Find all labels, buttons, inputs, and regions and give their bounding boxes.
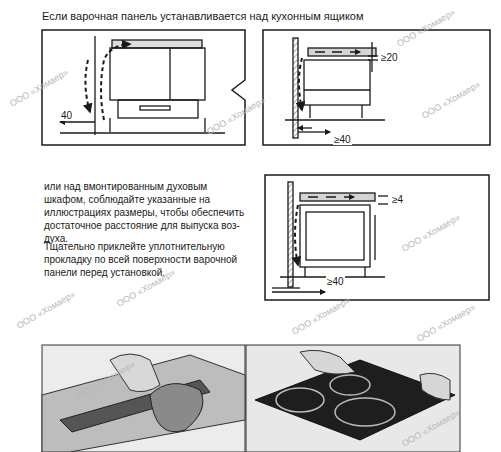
watermark: ООО «Хомаер» — [420, 79, 482, 120]
watermark: ООО «Хомаер» — [15, 289, 77, 330]
dimension: ≥40 — [333, 134, 352, 145]
photo-hob — [246, 345, 460, 452]
watermark: ООО «Хомаер» — [290, 295, 352, 336]
watermark: ООО «Хомаер» — [395, 7, 457, 48]
watermark: ООО «Хомаер» — [415, 302, 477, 343]
watermark: ООО «Хомаер» — [8, 67, 70, 108]
figure-oven-section — [265, 175, 489, 300]
photo-gasket — [42, 345, 245, 452]
dimension: 40 — [60, 110, 73, 121]
watermark: ООО «Хомаер» — [400, 212, 462, 253]
heading: Если варочная панель устанавливается над… — [42, 10, 364, 22]
note-text: Тщательно приклейте уплотнительную прокл… — [44, 240, 249, 279]
figure-drawer-section — [263, 30, 490, 145]
dimension: ≥4 — [391, 194, 404, 205]
dimension: ≥40 — [326, 276, 345, 287]
note-text: или над вмонтированным духовым шкафом, с… — [44, 180, 249, 245]
dimension: ≥20 — [380, 52, 399, 63]
watermark: ООО «Хомаер» — [205, 95, 267, 136]
